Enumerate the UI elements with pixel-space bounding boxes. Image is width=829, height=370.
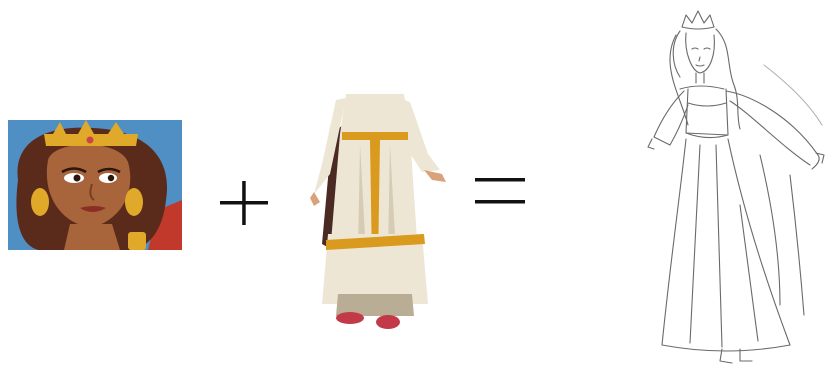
pencil-sketch-princess-icon — [647, 10, 825, 364]
plus-operator — [216, 180, 272, 226]
crowned-woman-portrait — [8, 120, 182, 250]
robed-woman-3d-figure-icon — [310, 94, 446, 329]
equals-icon — [475, 178, 525, 204]
equals-operator — [472, 174, 528, 208]
robed-woman-figure — [300, 94, 450, 334]
princess-sketch — [640, 5, 826, 367]
crowned-woman-portrait-icon — [8, 120, 182, 250]
plus-icon — [220, 181, 268, 225]
